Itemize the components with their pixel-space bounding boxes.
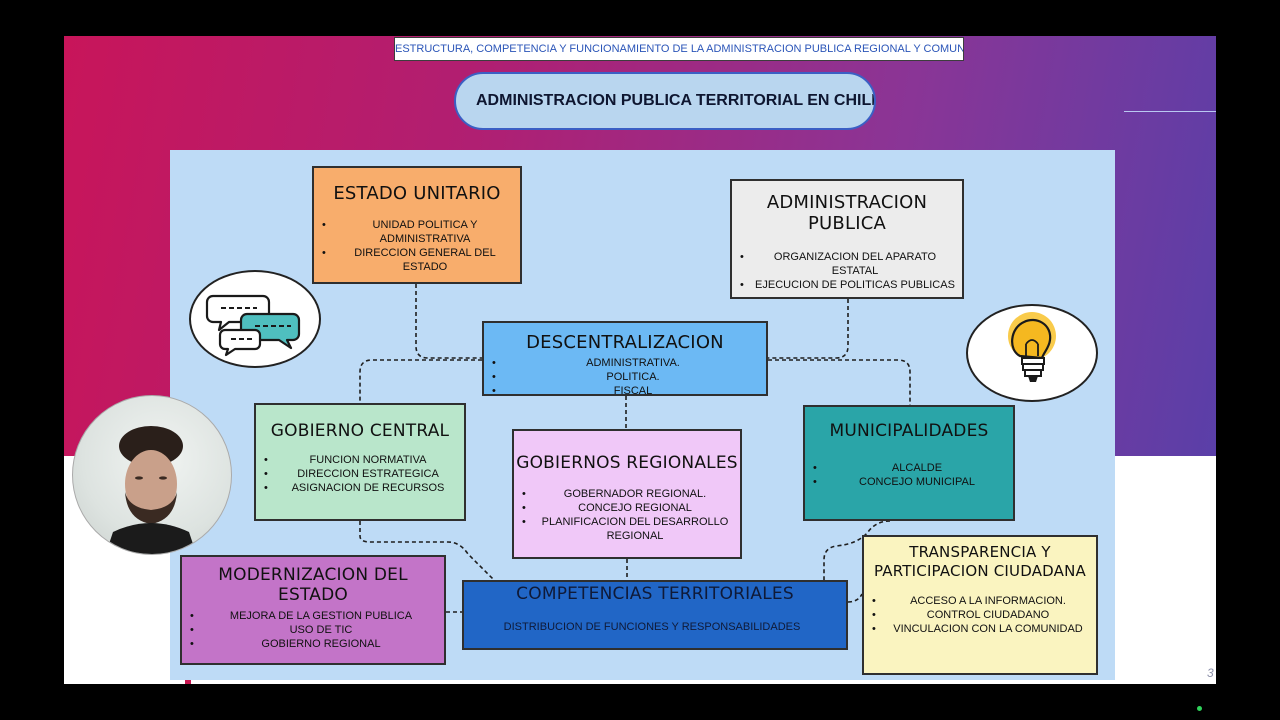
box-municipalidades: MUNICIPALIDADES ALCALDE CONCEJO MUNICIPA…: [803, 405, 1015, 521]
box-list: ALCALDE CONCEJO MUNICIPAL: [805, 461, 1013, 489]
list-item: FUNCION NORMATIVA: [256, 453, 464, 467]
connector-desc-gob: [359, 359, 482, 403]
list-item: ACCESO A LA INFORMACION.: [864, 594, 1096, 608]
connector-gob-comp: [359, 521, 495, 581]
list-item: CONCEJO MUNICIPAL: [805, 475, 1013, 489]
list-item: PLANIFICACION DEL DESARROLLO REGIONAL: [514, 515, 740, 543]
box-list: FUNCION NORMATIVA DIRECCION ESTRATEGICA …: [256, 453, 464, 495]
box-title: DESCENTRALIZACION: [526, 332, 724, 353]
concept-diagram: ESTADO UNITARIO UNIDAD POLITICA Y ADMINI…: [170, 150, 1115, 680]
connector-admin-desc: [768, 299, 849, 359]
box-title: MUNICIPALIDADES: [829, 421, 989, 441]
box-competencias-territoriales: COMPETENCIAS TERRITORIALES DISTRIBUCION …: [462, 580, 848, 650]
slide: ESTRUCTURA, COMPETENCIA Y FUNCIONAMIENTO…: [64, 36, 1216, 684]
box-estado-unitario: ESTADO UNITARIO UNIDAD POLITICA Y ADMINI…: [312, 166, 522, 284]
diagram-connectors: [359, 284, 911, 613]
connector-comp-trans: [847, 593, 863, 603]
recording-indicator: [1197, 706, 1202, 711]
list-item: MEJORA DE LA GESTION PUBLICA: [182, 609, 444, 623]
list-item: UNIDAD POLITICA Y ADMINISTRATIVA: [314, 218, 520, 246]
list-item: USO DE TIC: [182, 623, 444, 637]
list-item: DIRECCION ESTRATEGICA: [256, 467, 464, 481]
decorative-mark: [185, 680, 191, 684]
box-list: GOBERNADOR REGIONAL. CONCEJO REGIONAL PL…: [514, 487, 740, 543]
list-item: GOBIERNO REGIONAL: [182, 637, 444, 651]
box-title: MODERNIZACION DEL ESTADO: [218, 565, 408, 605]
box-transparencia-participacion: TRANSPARENCIA Y PARTICIPACION CIUDADANA …: [862, 535, 1098, 675]
box-gobierno-central: GOBIERNO CENTRAL FUNCION NORMATIVA DIREC…: [254, 403, 466, 521]
list-item: EJECUCION DE POLITICAS PUBLICAS: [732, 278, 962, 292]
list-item: CONCEJO REGIONAL: [514, 501, 740, 515]
box-list: UNIDAD POLITICA Y ADMINISTRATIVA DIRECCI…: [314, 218, 520, 274]
list-item: ADMINISTRATIVA.: [484, 356, 766, 370]
box-list: ADMINISTRATIVA. POLITICA. FISCAL: [484, 356, 766, 398]
box-title: GOBIERNOS REGIONALES: [516, 453, 738, 473]
slide-title: ADMINISTRACION PUBLICA TERRITORIAL EN CH…: [454, 72, 876, 130]
list-item: FISCAL: [484, 384, 766, 398]
topic-banner: ESTRUCTURA, COMPETENCIA Y FUNCIONAMIENTO…: [394, 37, 964, 61]
list-item: DIRECCION GENERAL DEL ESTADO: [314, 246, 520, 274]
connector-estado-desc: [415, 284, 482, 359]
page-number: 3: [1207, 666, 1214, 680]
list-item: ASIGNACION DE RECURSOS: [256, 481, 464, 495]
chat-bubbles-icon: [189, 270, 321, 368]
list-item: VINCULACION CON LA COMUNIDAD: [864, 622, 1096, 636]
box-administracion-publica: ADMINISTRACION PUBLICA ORGANIZACION DEL …: [730, 179, 964, 299]
box-title: TRANSPARENCIA Y PARTICIPACION CIUDADANA: [874, 543, 1086, 580]
decorative-line: [1124, 111, 1216, 112]
presenter-webcam: [72, 395, 232, 555]
box-title: ESTADO UNITARIO: [333, 183, 501, 204]
box-title: COMPETENCIAS TERRITORIALES: [516, 584, 794, 604]
box-title: GOBIERNO CENTRAL: [270, 421, 450, 441]
list-item: GOBERNADOR REGIONAL.: [514, 487, 740, 501]
list-item: ALCALDE: [805, 461, 1013, 475]
box-list: MEJORA DE LA GESTION PUBLICA USO DE TIC …: [182, 609, 444, 651]
box-descentralizacion: DESCENTRALIZACION ADMINISTRATIVA. POLITI…: [482, 321, 768, 398]
list-item: ORGANIZACION DEL APARATO ESTATAL: [732, 250, 962, 278]
box-gobiernos-regionales: GOBIERNOS REGIONALES GOBERNADOR REGIONAL…: [512, 429, 742, 559]
box-modernizacion-del-estado: MODERNIZACION DEL ESTADO MEJORA DE LA GE…: [180, 555, 446, 665]
box-list: DISTRIBUCION DE FUNCIONES Y RESPONSABILI…: [464, 620, 846, 634]
box-title: ADMINISTRACION PUBLICA: [766, 192, 928, 234]
list-item: DISTRIBUCION DE FUNCIONES Y RESPONSABILI…: [503, 621, 801, 633]
list-item: POLITICA.: [484, 370, 766, 384]
list-item: CONTROL CIUDADANO: [864, 608, 1096, 622]
box-list: ACCESO A LA INFORMACION. CONTROL CIUDADA…: [864, 594, 1096, 636]
box-list: ORGANIZACION DEL APARATO ESTATAL EJECUCI…: [732, 250, 962, 292]
connector-muni-comp: [823, 520, 891, 580]
connector-desc-muni: [768, 359, 911, 405]
light-bulb-icon: [966, 304, 1098, 402]
